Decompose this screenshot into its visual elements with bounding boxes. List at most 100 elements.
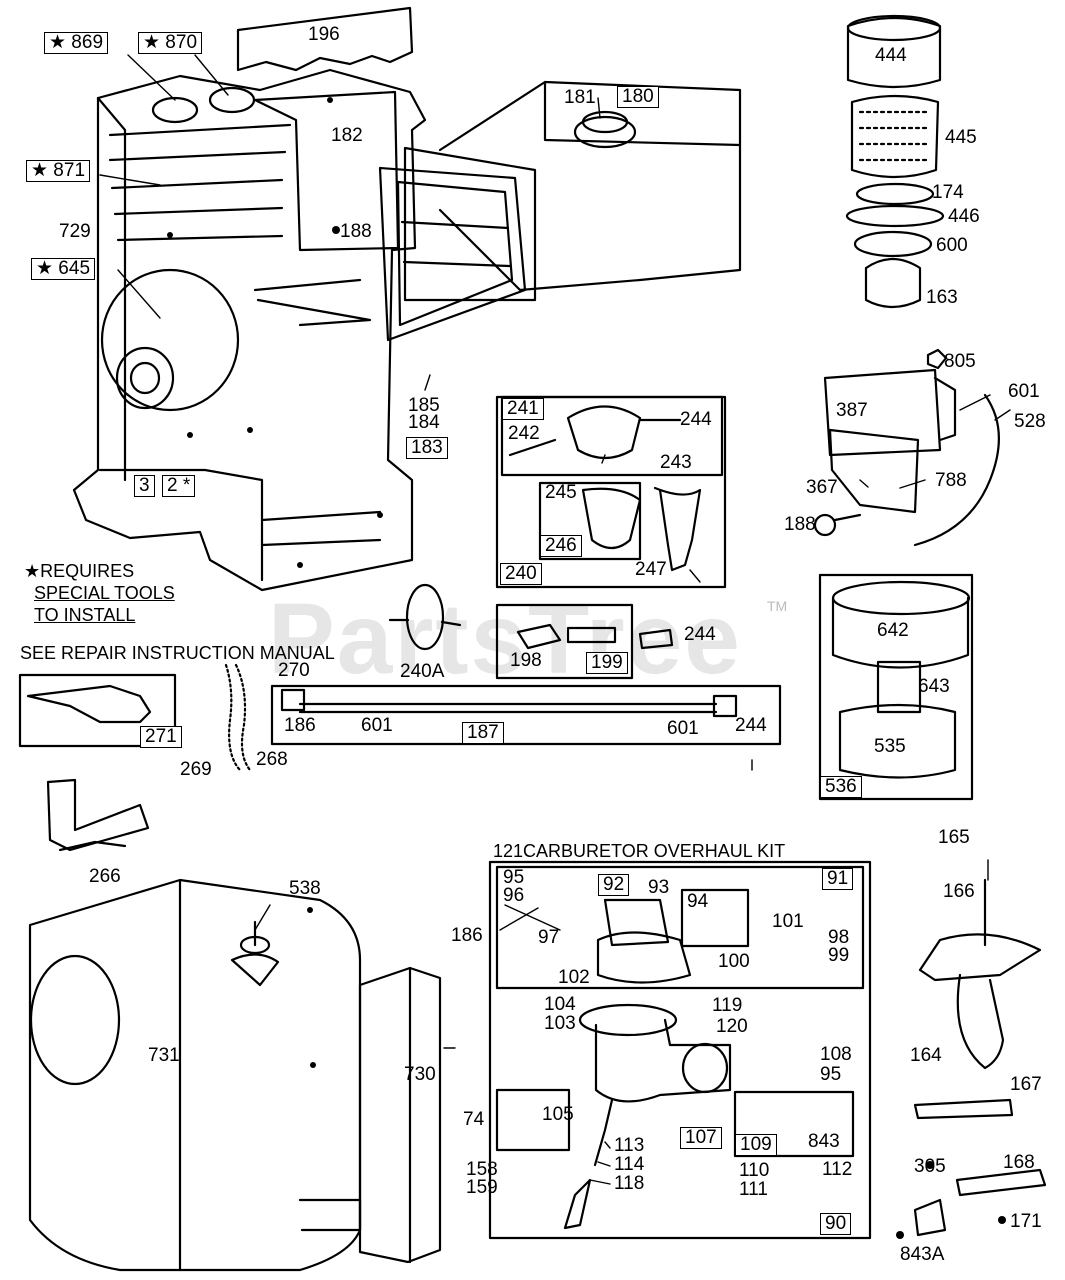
part-label-110[interactable]: 110 [739, 1160, 770, 1181]
part-label-536[interactable]: 536 [820, 776, 862, 798]
part-label-188-b[interactable]: 188 [784, 514, 816, 535]
part-label-805[interactable]: 805 [944, 351, 976, 372]
part-label-103[interactable]: 103 [544, 1013, 576, 1034]
part-label-242[interactable]: 242 [508, 423, 540, 444]
part-label-101[interactable]: 101 [772, 911, 804, 932]
part-label-167[interactable]: 167 [1010, 1074, 1042, 1095]
part-label-96[interactable]: 96 [503, 885, 525, 906]
part-label-184[interactable]: 184 [408, 412, 440, 433]
part-label-445[interactable]: 445 [945, 127, 977, 148]
part-label-171[interactable]: 171 [1010, 1211, 1042, 1232]
part-label-245[interactable]: 245 [545, 482, 577, 503]
part-label-188-a[interactable]: 188 [340, 221, 372, 242]
part-label-3[interactable]: 3 [134, 475, 155, 497]
part-label-870[interactable]: ★ 870 [138, 32, 203, 54]
part-label-107[interactable]: 107 [680, 1127, 722, 1149]
part-label-118[interactable]: 118 [614, 1173, 645, 1194]
part-label-100[interactable]: 100 [718, 951, 750, 972]
part-label-538[interactable]: 538 [289, 878, 321, 899]
part-label-600[interactable]: 600 [936, 235, 968, 256]
part-label-871[interactable]: ★ 871 [26, 160, 91, 182]
part-label-271[interactable]: 271 [140, 726, 182, 748]
part-label-112[interactable]: 112 [822, 1159, 853, 1180]
frame-90 [488, 860, 872, 1240]
part-label-869[interactable]: ★ 869 [44, 32, 109, 54]
part-label-730[interactable]: 730 [404, 1064, 436, 1085]
part-shape-fuel-tank [378, 80, 742, 342]
part-label-186-b[interactable]: 186 [451, 925, 483, 946]
part-label-97[interactable]: 97 [538, 927, 560, 948]
part-label-642[interactable]: 642 [877, 620, 909, 641]
part-label-199[interactable]: 199 [586, 652, 628, 674]
part-label-159[interactable]: 159 [466, 1177, 498, 1198]
part-label-119[interactable]: 119 [712, 995, 743, 1016]
part-label-90[interactable]: 90 [820, 1213, 852, 1235]
part-label-729[interactable]: 729 [59, 221, 91, 242]
part-label-92[interactable]: 92 [598, 874, 630, 896]
part-label-108[interactable]: 108 [820, 1044, 852, 1065]
part-label-120[interactable]: 120 [716, 1016, 748, 1037]
part-label-240[interactable]: 240 [500, 563, 542, 585]
part-label-158[interactable]: 158 [466, 1159, 498, 1180]
part-label-109[interactable]: 109 [735, 1134, 777, 1156]
part-label-182[interactable]: 182 [331, 125, 363, 146]
part-label-270[interactable]: 270 [278, 660, 310, 681]
part-label-174[interactable]: 174 [932, 182, 964, 203]
part-label-266[interactable]: 266 [89, 866, 121, 887]
part-label-2[interactable]: 2 * [162, 475, 196, 497]
part-label-198[interactable]: 198 [510, 650, 542, 671]
part-label-843[interactable]: 843 [808, 1131, 840, 1152]
part-label-185[interactable]: 185 [408, 395, 440, 416]
part-label-104[interactable]: 104 [544, 994, 576, 1015]
part-label-113[interactable]: 113 [614, 1135, 645, 1156]
part-label-180[interactable]: 180 [617, 86, 659, 108]
part-label-444[interactable]: 444 [875, 45, 907, 66]
part-label-187[interactable]: 187 [462, 722, 504, 744]
part-label-99[interactable]: 99 [828, 945, 850, 966]
part-label-247[interactable]: 247 [635, 559, 667, 580]
part-label-305[interactable]: 305 [914, 1156, 946, 1177]
part-label-196[interactable]: 196 [308, 24, 340, 45]
part-label-731[interactable]: 731 [148, 1045, 180, 1066]
part-label-105[interactable]: 105 [542, 1104, 574, 1125]
part-label-168[interactable]: 168 [1003, 1152, 1035, 1173]
part-label-246[interactable]: 246 [540, 535, 582, 557]
part-label-102[interactable]: 102 [558, 967, 590, 988]
part-label-94[interactable]: 94 [687, 891, 709, 912]
part-label-243[interactable]: 243 [660, 452, 692, 473]
part-label-601-a[interactable]: 601 [1008, 381, 1040, 402]
part-label-601-b[interactable]: 601 [361, 715, 393, 736]
part-label-98[interactable]: 98 [828, 927, 850, 948]
part-label-186-a[interactable]: 186 [284, 715, 316, 736]
part-label-367[interactable]: 367 [806, 477, 838, 498]
part-label-240A[interactable]: 240A [400, 661, 445, 682]
part-label-95-b[interactable]: 95 [820, 1064, 842, 1085]
part-label-268[interactable]: 268 [256, 749, 288, 770]
part-label-269[interactable]: 269 [180, 759, 212, 780]
part-label-114[interactable]: 114 [614, 1154, 645, 1175]
part-label-74[interactable]: 74 [463, 1109, 485, 1130]
part-label-91[interactable]: 91 [822, 868, 854, 890]
part-label-95-a[interactable]: 95 [503, 867, 525, 888]
part-label-645[interactable]: ★ 645 [31, 258, 96, 280]
part-label-241[interactable]: 241 [502, 398, 544, 420]
part-label-387[interactable]: 387 [836, 400, 868, 421]
part-label-181[interactable]: 181 [564, 87, 596, 108]
part-label-643[interactable]: 643 [918, 676, 950, 697]
part-label-111[interactable]: 111 [739, 1179, 768, 1200]
part-label-788[interactable]: 788 [935, 470, 967, 491]
part-label-528[interactable]: 528 [1014, 411, 1046, 432]
part-label-183[interactable]: 183 [406, 437, 448, 459]
part-label-244-a[interactable]: 244 [680, 409, 712, 430]
part-label-601-c[interactable]: 601 [667, 718, 699, 739]
part-label-535[interactable]: 535 [874, 736, 906, 757]
part-label-165[interactable]: 165 [938, 827, 970, 848]
part-label-93[interactable]: 93 [648, 877, 670, 898]
part-label-244-b[interactable]: 244 [684, 624, 716, 645]
part-label-164[interactable]: 164 [910, 1045, 942, 1066]
part-label-843A[interactable]: 843A [900, 1244, 945, 1265]
part-label-163[interactable]: 163 [926, 287, 958, 308]
part-label-244-c[interactable]: 244 [735, 715, 767, 736]
part-label-446[interactable]: 446 [948, 206, 980, 227]
part-label-166[interactable]: 166 [943, 881, 975, 902]
